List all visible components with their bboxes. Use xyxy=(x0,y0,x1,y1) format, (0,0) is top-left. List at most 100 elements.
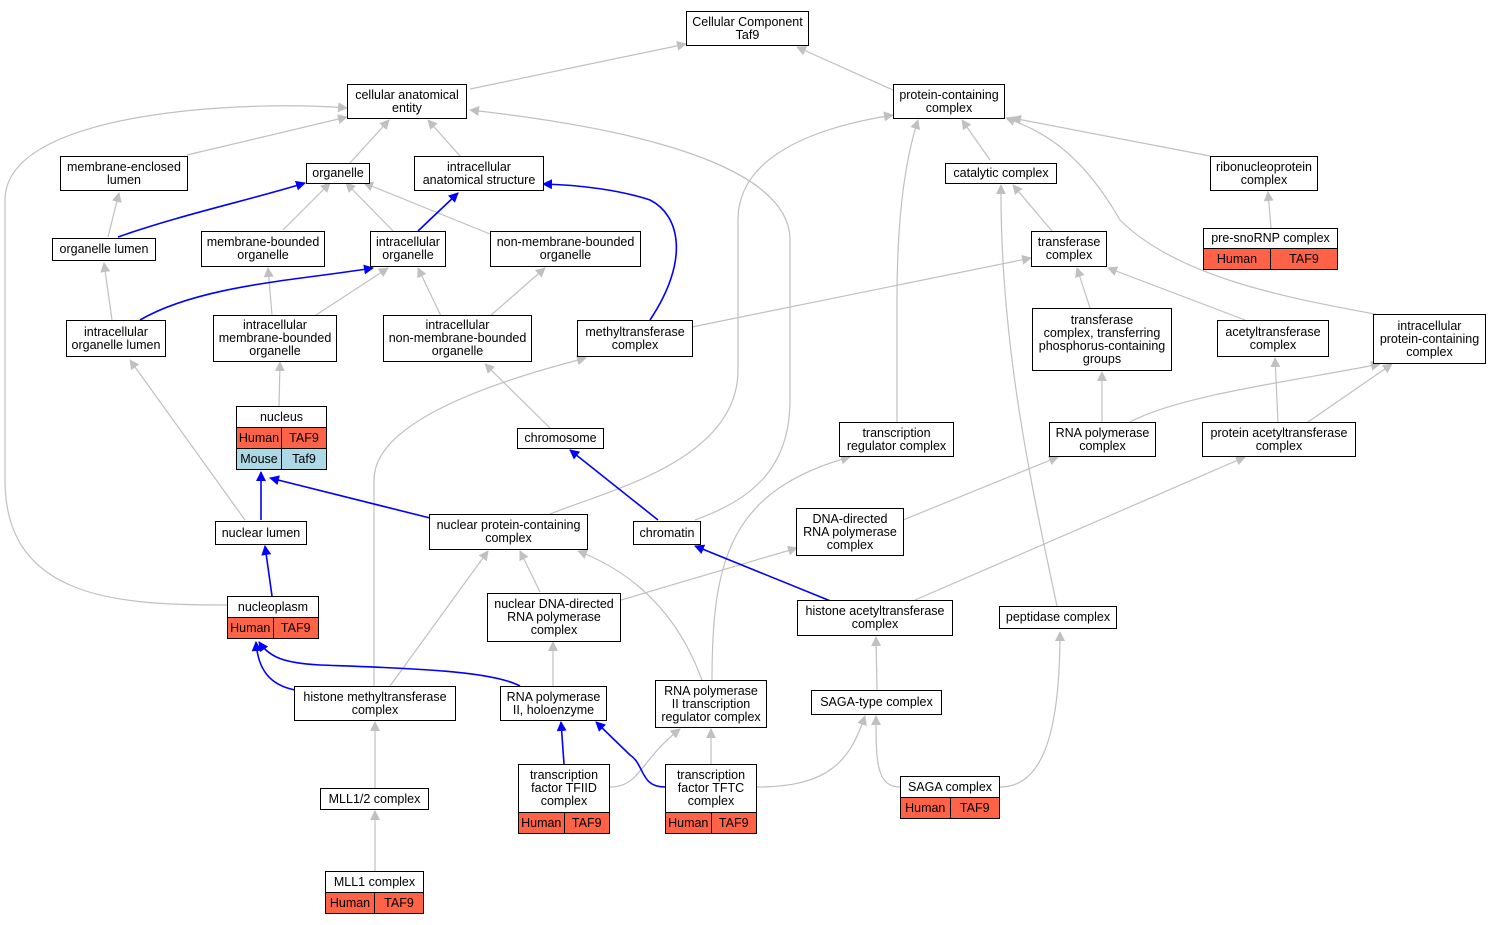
species-cell: Human xyxy=(1216,251,1258,266)
edge-io-ias[interactable] xyxy=(417,192,459,232)
node-hmt[interactable]: histone methyltransferase complex xyxy=(294,686,456,721)
node-ribonucleo[interactable]: ribonucleoprotein complex xyxy=(1210,156,1318,191)
node-io-label: intracellular organelle xyxy=(376,235,440,262)
node-catalytic[interactable]: catalytic complex xyxy=(945,163,1057,184)
edge-pat-ipcc xyxy=(1307,363,1393,423)
node-rnap2trc[interactable]: RNA polymerase II transcription regulato… xyxy=(655,680,767,728)
node-methyl-label: methyltransferase complex xyxy=(585,324,685,352)
node-io[interactable]: intracellular organelle xyxy=(370,231,446,267)
node-pat[interactable]: protein acetyltransferase complex xyxy=(1202,422,1356,457)
node-nucleus-label: nucleus xyxy=(259,409,304,424)
node-rnap2h[interactable]: RNA polymerase II, holoenzyme xyxy=(500,686,607,721)
node-peptidase[interactable]: peptidase complex xyxy=(999,606,1117,629)
node-transferase[interactable]: transferase complex xyxy=(1031,231,1107,267)
node-root-label: Cellular Component Taf9 xyxy=(692,14,803,42)
edge-hmt-npcc xyxy=(389,550,489,687)
edge-chromatin-cae xyxy=(469,106,791,521)
node-mll12[interactable]: MLL1/2 complex xyxy=(320,788,429,810)
node-pcc[interactable]: protein-containing complex xyxy=(893,84,1005,119)
node-ipcc[interactable]: intracellular protein-containing complex xyxy=(1373,314,1486,364)
edge-rnap2h-nucleoplasm[interactable] xyxy=(258,641,521,687)
node-nmbo[interactable]: non-membrane-bounded organelle xyxy=(490,231,641,267)
edge-methyl-ias[interactable] xyxy=(542,179,678,321)
node-mbo[interactable]: membrane-bounded organelle xyxy=(201,231,325,267)
node-acetyl[interactable]: acetyltransferase complex xyxy=(1217,320,1329,357)
node-nucleoplasm-label: nucleoplasm xyxy=(237,599,309,614)
node-rnapol[interactable]: RNA polymerase complex xyxy=(1049,422,1156,457)
node-pcc-label: protein-containing complex xyxy=(899,87,999,115)
edge-organelle-cae xyxy=(349,119,390,164)
node-ribonucleo-label: ribonucleoprotein complex xyxy=(1216,159,1312,187)
node-npcc-label: nuclear protein-containing complex xyxy=(436,518,581,545)
node-inmbo-label: intracellular non-membrane-bounded organ… xyxy=(388,318,527,358)
node-hmt-label: histone methyltransferase complex xyxy=(303,689,447,717)
edge-hat-chromatin[interactable] xyxy=(694,544,834,603)
node-peptidase-label: peptidase complex xyxy=(1005,610,1111,624)
node-inmbo[interactable]: intracellular non-membrane-bounded organ… xyxy=(383,315,532,362)
node-chromatin[interactable]: chromatin xyxy=(633,521,701,545)
node-organelle[interactable]: organelle xyxy=(306,163,370,184)
edge-ol-organelle[interactable] xyxy=(117,180,306,238)
node-nddrp[interactable]: nuclear DNA-directed RNA polymerase comp… xyxy=(487,593,621,642)
edge-io-organelle xyxy=(345,182,394,232)
node-ias[interactable]: intracellular anatomical structure xyxy=(414,156,544,191)
edge-nucleoplasm-nuclumen[interactable] xyxy=(261,545,273,597)
edge-rnap2trc-trc xyxy=(711,454,851,681)
edge-mel-cae xyxy=(186,114,348,156)
node-methyl[interactable]: methyltransferase complex xyxy=(577,320,693,357)
node-ol[interactable]: organelle lumen xyxy=(52,238,156,261)
edge-imbo-io xyxy=(315,267,389,316)
node-trc[interactable]: transcription regulator complex xyxy=(839,422,954,457)
edge-iol-io[interactable] xyxy=(139,264,374,321)
node-trc-label: transcription regulator complex xyxy=(846,425,947,453)
node-nddrp-label: nuclear DNA-directed RNA polymerase comp… xyxy=(494,597,614,637)
edge-tfiid-rnap2h[interactable] xyxy=(556,721,567,765)
edge-peptidase-catalytic xyxy=(995,184,1058,607)
node-presnorna-label: pre-snoRNP complex xyxy=(1211,231,1330,245)
edge-nddrp-npcc xyxy=(519,550,541,593)
edge-hmt-nucleoplasm[interactable] xyxy=(251,641,296,691)
species-cell: Human xyxy=(521,815,562,830)
edge-chromatin-chromosome[interactable] xyxy=(569,449,659,521)
node-ddrp[interactable]: DNA-directed RNA polymerase complex xyxy=(796,508,904,556)
node-npcc[interactable]: nuclear protein-containing complex xyxy=(429,514,588,550)
node-root[interactable]: Cellular Component Taf9 xyxy=(686,11,809,46)
node-imbo-label: intracellular membrane-bounded organelle xyxy=(218,318,332,358)
edge-acetyl-transferase xyxy=(1107,266,1246,321)
node-pat-label: protein acetyltransferase complex xyxy=(1210,425,1348,453)
edge-npcc-nucleus[interactable] xyxy=(269,475,431,519)
node-mel-label: membrane-enclosed lumen xyxy=(67,159,181,187)
node-cae[interactable]: cellular anatomical entity xyxy=(347,84,467,119)
node-saga_type[interactable]: SAGA-type complex xyxy=(811,690,942,715)
node-hat[interactable]: histone acetyltransferase complex xyxy=(797,600,953,636)
node-chromosome[interactable]: chromosome xyxy=(517,428,604,449)
node-iol[interactable]: intracellular organelle lumen xyxy=(66,320,166,357)
species-cell: Human xyxy=(230,620,271,635)
node-nuclumen[interactable]: nuclear lumen xyxy=(215,521,307,545)
node-rnapol-label: RNA polymerase complex xyxy=(1055,425,1150,453)
edge-tftc-rnap2h[interactable] xyxy=(595,721,666,788)
node-rnap2h-label: RNA polymerase II, holoenzyme xyxy=(506,689,601,717)
node-imbo[interactable]: intracellular membrane-bounded organelle xyxy=(213,315,337,362)
node-tcphos[interactable]: transferase complex, transferring phosph… xyxy=(1032,308,1172,371)
node-nmbo-label: non-membrane-bounded organelle xyxy=(496,235,635,262)
node-mel[interactable]: membrane-enclosed lumen xyxy=(60,156,188,191)
node-tfiid[interactable]: transcription factor TFIID complex Human… xyxy=(518,764,610,834)
edge-saga_type-hat xyxy=(871,636,882,691)
species-cell: Human xyxy=(905,800,946,815)
